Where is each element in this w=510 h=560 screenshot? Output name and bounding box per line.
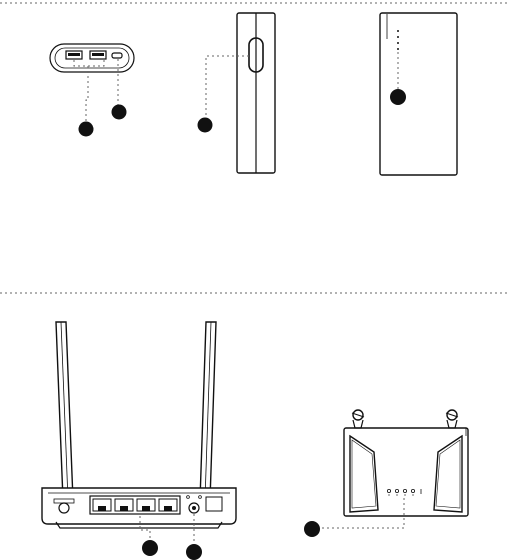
- callout-usb-ports: [79, 122, 94, 137]
- router-top-view: [304, 410, 468, 537]
- power-bank-front-view: [380, 13, 457, 175]
- power-bank-side-view: [198, 13, 276, 173]
- callout-led-indicators: [390, 89, 406, 105]
- router-top-body: [344, 428, 468, 516]
- callout-power-button: [198, 118, 213, 133]
- callout-reset-button: [186, 544, 202, 560]
- callout-micro-usb: [112, 105, 127, 120]
- led-indicator-icons: [397, 30, 399, 50]
- router-rear-view: [42, 322, 236, 560]
- right-antenna-knob-icon: [446, 410, 458, 428]
- power-bank-top-view: [50, 44, 134, 137]
- router-led-indicators: [387, 489, 421, 496]
- left-antenna-knob-icon: [352, 410, 364, 428]
- usb-port-2-icon: [90, 51, 106, 59]
- callout-ethernet-ports: [142, 540, 158, 556]
- callout-router-leds: [304, 521, 320, 537]
- usb-port-1-icon: [66, 51, 82, 59]
- micro-usb-port-icon: [112, 53, 122, 58]
